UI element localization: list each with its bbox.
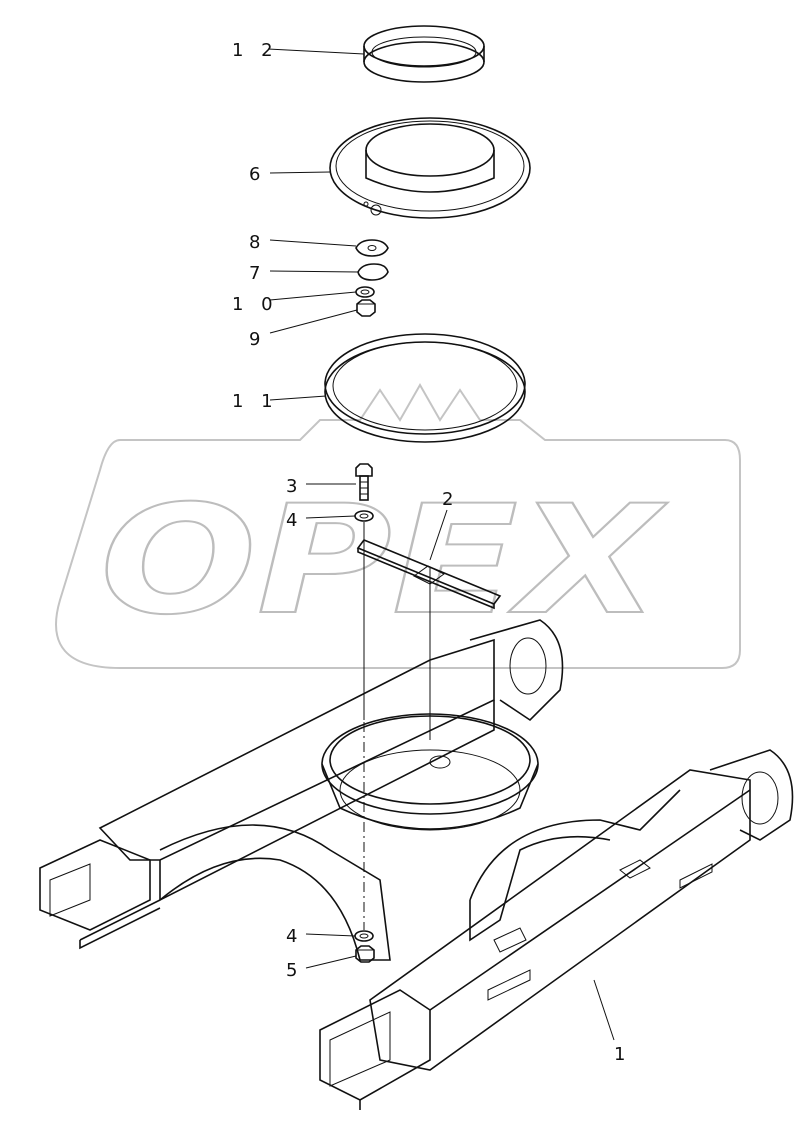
callout-7: 7 [249,263,266,284]
callout-4-bottom: 4 [286,926,303,947]
part-4-washer-bottom [354,930,374,942]
callout-12: 1 2 [232,40,279,61]
callout-5: 5 [286,960,303,981]
callout-labels: 1 2 6 8 7 1 0 9 1 1 3 4 2 4 5 1 [232,40,631,1065]
part-12-ring [363,25,485,83]
part-8-plate [355,239,389,257]
callout-8: 8 [249,232,266,253]
callout-3: 3 [286,476,303,497]
part-1-main-frame [39,619,794,1110]
part-6-cover-plate [329,117,531,219]
watermark: OPEX [55,382,741,669]
part-2-plate [356,539,502,610]
part-9-nut [356,299,376,317]
callout-6: 6 [249,164,266,185]
callout-1: 1 [614,1044,631,1065]
callout-2: 2 [442,489,459,510]
part-5-nut [355,945,375,963]
part-3-bolt [355,463,373,501]
callout-11: 1 1 [232,391,279,412]
callout-9: 9 [249,329,266,350]
watermark-text: OPEX [100,474,668,648]
leader-lines [267,48,615,1041]
callout-10: 1 0 [232,294,279,315]
part-10-washer [355,286,375,298]
callout-4-top: 4 [286,510,303,531]
part-7-gasket [357,263,389,281]
watermark-badge [55,382,741,669]
assembly-axes [363,522,431,930]
part-11-seal-ring [324,333,526,443]
